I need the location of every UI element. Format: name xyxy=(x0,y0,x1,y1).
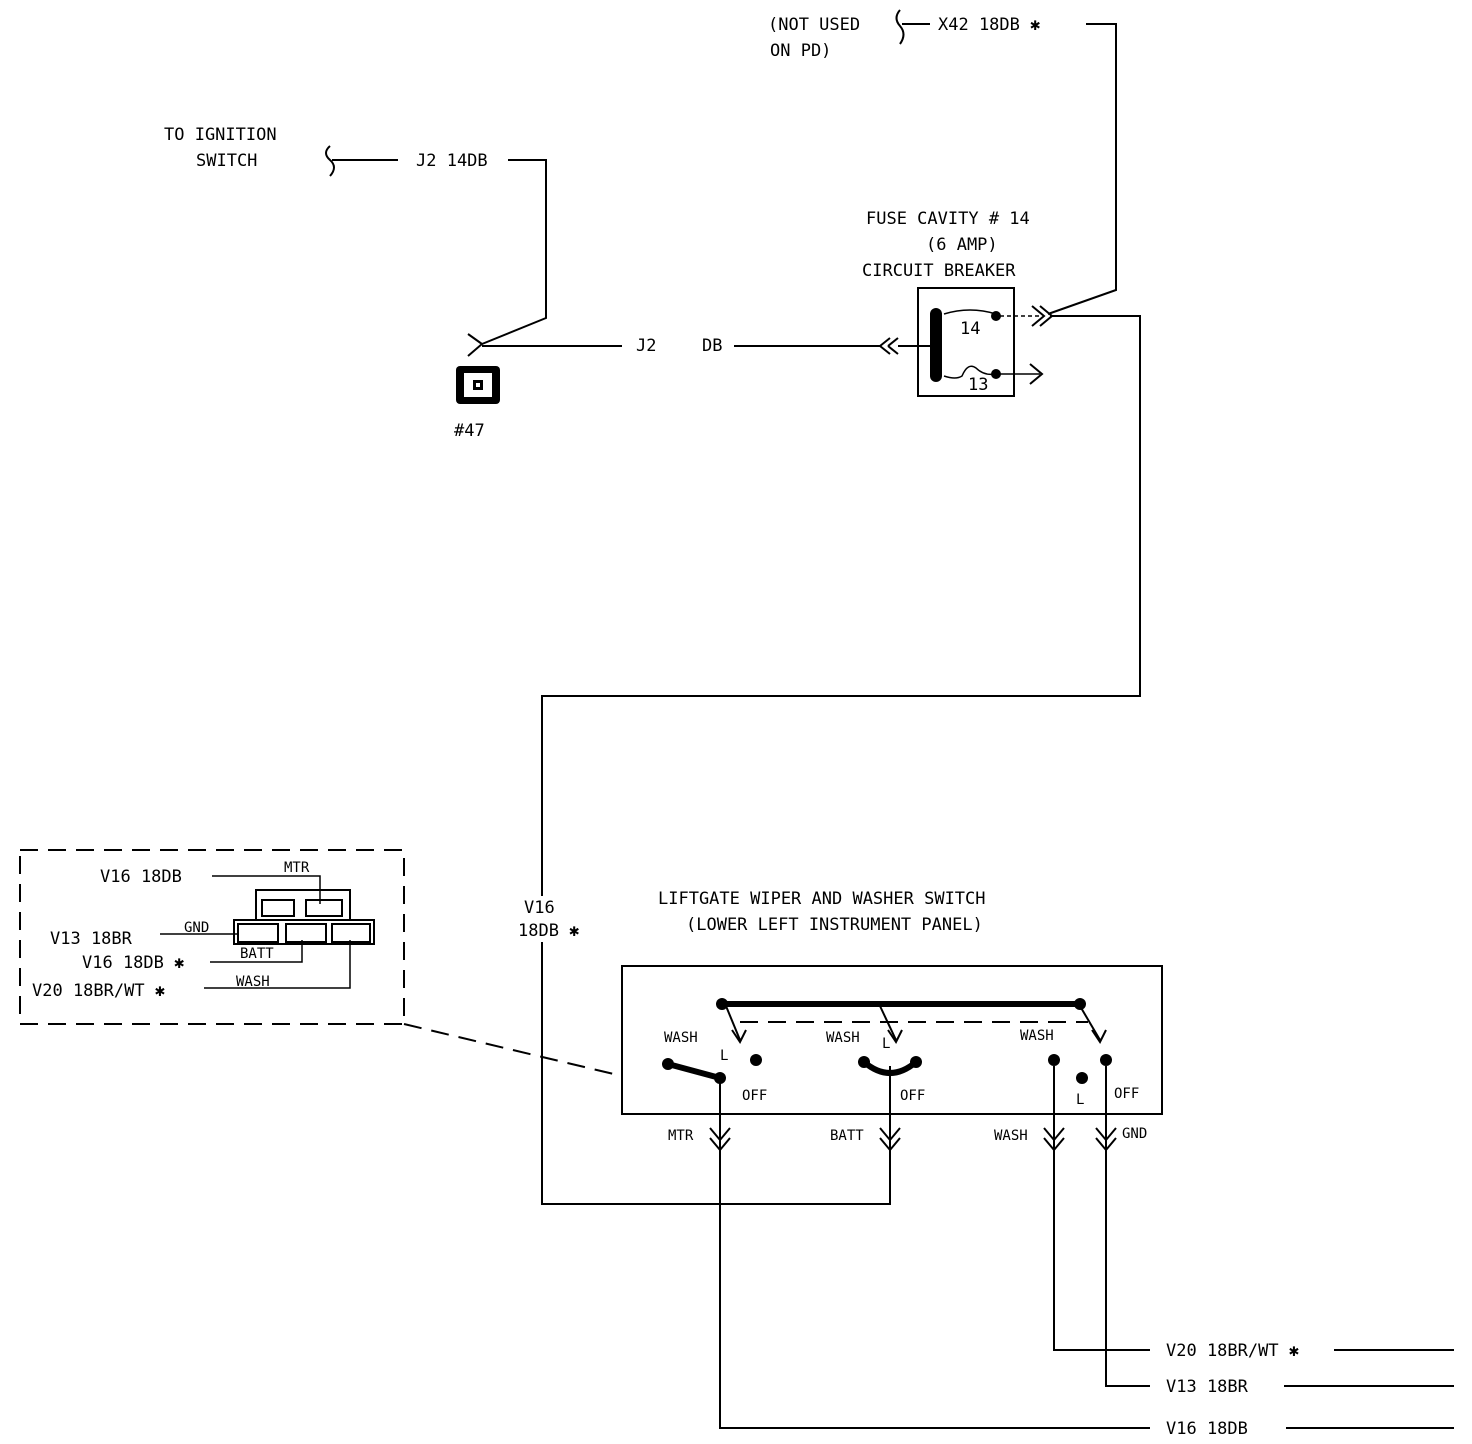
pole1-wash-label: WASH xyxy=(664,1030,698,1046)
connector-47-label: #47 xyxy=(454,421,485,441)
pole2-wash-label: WASH xyxy=(826,1030,860,1046)
conn-mtr-label: MTR xyxy=(284,860,310,876)
fuse-cavity-14: FUSE CAVITY # 14 (6 AMP) CIRCUIT BREAKER… xyxy=(862,209,1054,397)
connector-arrow xyxy=(467,333,484,357)
terminal-arrows xyxy=(709,1127,1117,1152)
feed-label-line2: 18DB ✱ xyxy=(518,921,579,941)
cavity-13-label: 13 xyxy=(968,375,988,395)
pole3-low-label: L xyxy=(1076,1092,1084,1108)
terminal-wash-label: WASH xyxy=(994,1128,1028,1144)
x42-note-line2: ON PD) xyxy=(770,41,831,61)
conn-gnd-label: GND xyxy=(184,920,209,936)
terminal-batt-label: BATT xyxy=(830,1128,864,1144)
x42-wire-label: X42 18DB ✱ xyxy=(938,15,1040,35)
ignition-wire-label: J2 14DB xyxy=(416,151,488,171)
splice-wire-left: J2 xyxy=(636,336,656,356)
output-v16-label: V16 18DB xyxy=(1166,1419,1248,1439)
connector-arrow-double xyxy=(879,337,899,355)
feed-label-line1: V16 xyxy=(524,898,555,918)
wire-break-symbol xyxy=(325,145,335,177)
connector-arrow xyxy=(1029,363,1044,385)
splice-j2: J2 DB #47 xyxy=(454,333,880,441)
ignition-switch-feed: TO IGNITION SWITCH J2 14DB xyxy=(164,125,547,345)
conn-wash-label: WASH xyxy=(236,974,270,990)
wire-break-symbol xyxy=(895,9,905,45)
v16-feed-wire: V16 18DB ✱ xyxy=(518,315,1141,1205)
conn-wire-v20: V20 18BR/WT ✱ xyxy=(32,981,165,1001)
cavity-14-label: 14 xyxy=(960,319,980,339)
terminal-gnd-label: GND xyxy=(1122,1126,1147,1142)
terminal-mtr-label: MTR xyxy=(668,1128,694,1144)
output-wires: V20 18BR/WT ✱ V13 18BR V16 18DB xyxy=(719,1150,1454,1439)
fuse-title-line3: CIRCUIT BREAKER xyxy=(862,261,1016,281)
connector-47-icon xyxy=(456,366,500,404)
switch-title-line2: (LOWER LEFT INSTRUMENT PANEL) xyxy=(686,915,983,935)
connector-face-view: V16 18DB V13 18BR V16 18DB ✱ V20 18BR/WT… xyxy=(19,849,623,1077)
bus-bar xyxy=(930,308,942,382)
fuse-title-line2: (6 AMP) xyxy=(926,235,998,255)
conn-wire-v16-mtr: V16 18DB xyxy=(100,867,182,887)
pole3-wash-label: WASH xyxy=(1020,1028,1054,1044)
splice-wire-right: DB xyxy=(702,336,722,356)
switch-title-line1: LIFTGATE WIPER AND WASHER SWITCH xyxy=(658,889,986,909)
conn-wire-v13: V13 18BR xyxy=(50,929,133,949)
conn-batt-label: BATT xyxy=(240,946,274,962)
x42-feed: (NOT USED ON PD) X42 18DB ✱ xyxy=(768,9,1117,315)
fuse-title-line1: FUSE CAVITY # 14 xyxy=(866,209,1030,229)
pole3-off-label: OFF xyxy=(1114,1086,1139,1102)
ignition-label-line1: TO IGNITION xyxy=(164,125,277,145)
ignition-label-line2: SWITCH xyxy=(196,151,257,171)
output-v13-label: V13 18BR xyxy=(1166,1377,1249,1397)
x42-note-line1: (NOT USED xyxy=(768,15,860,35)
pole1-low-label: L xyxy=(720,1048,728,1064)
conn-wire-v16-batt: V16 18DB ✱ xyxy=(82,953,184,973)
pole1-off-label: OFF xyxy=(742,1088,767,1104)
output-v20-label: V20 18BR/WT ✱ xyxy=(1166,1341,1299,1361)
pole2-off-label: OFF xyxy=(900,1088,925,1104)
pole2-low-label: L xyxy=(882,1036,890,1052)
liftgate-wiper-washer-switch: LIFTGATE WIPER AND WASHER SWITCH (LOWER … xyxy=(621,889,1163,1152)
